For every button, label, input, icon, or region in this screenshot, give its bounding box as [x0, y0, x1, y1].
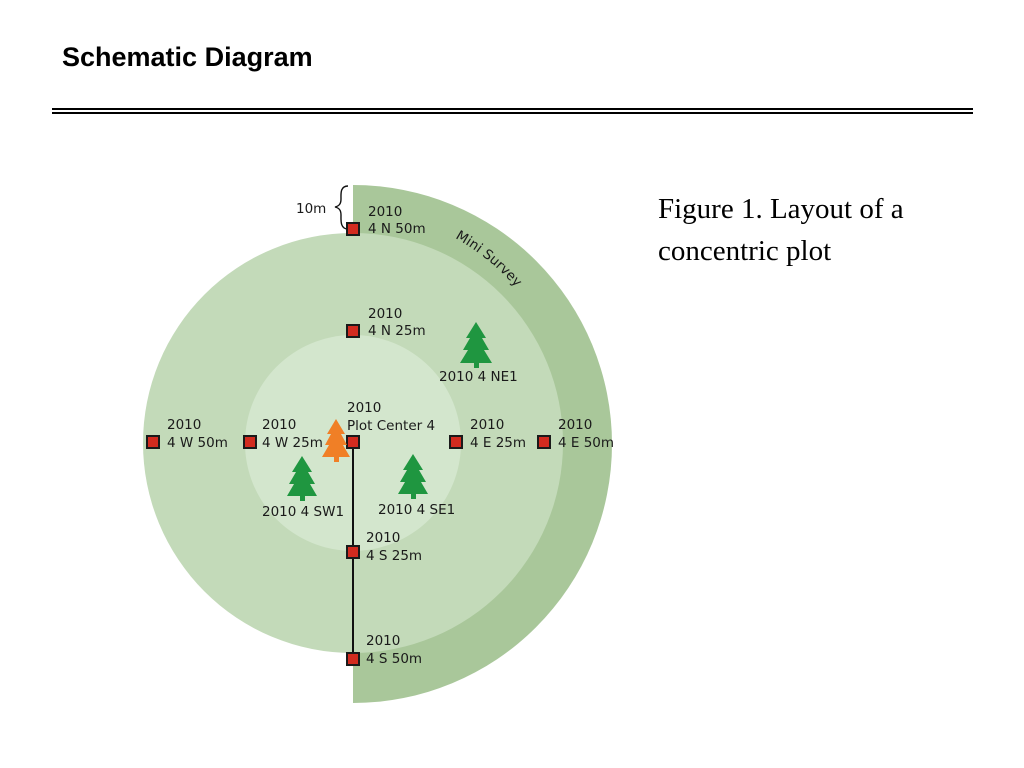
figure-caption: Figure 1. Layout of a concentric plot [658, 193, 904, 267]
marker-name: 4 S 50m [366, 651, 422, 667]
marker-year: 2010 [262, 417, 296, 433]
tree-se1: 2010 4 SE1 [378, 454, 455, 518]
tree-label: 2010 4 SW1 [262, 504, 344, 520]
tree-label: 2010 4 NE1 [439, 369, 518, 385]
marker-name: 4 W 25m [262, 435, 323, 451]
marker-year: 2010 [366, 633, 400, 649]
tree-label: 2010 4 SE1 [378, 502, 455, 518]
marker-square [537, 435, 551, 449]
marker-name: 4 S 25m [366, 548, 422, 564]
marker-name: 4 W 50m [167, 435, 228, 451]
marker-name: 4 E 50m [558, 435, 614, 451]
marker-square [346, 435, 360, 449]
marker-square [449, 435, 463, 449]
tree-trunk [300, 495, 305, 501]
marker-4n50m: 2010 4 N 50m [346, 204, 426, 237]
marker-4n25m: 2010 4 N 25m [346, 306, 426, 339]
marker-year: 2010 [558, 417, 592, 433]
title-divider-bottom [52, 112, 973, 114]
marker-name: 4 N 50m [368, 221, 426, 237]
marker-4e25m: 2010 4 E 25m [449, 417, 526, 451]
title-divider-top [52, 108, 973, 110]
marker-year: 2010 [368, 204, 402, 220]
marker-year: 2010 [366, 530, 400, 546]
marker-square [346, 324, 360, 338]
marker-year: 2010 [347, 400, 381, 416]
tree-trunk [474, 362, 479, 368]
marker-4s50m: 2010 4 S 50m [346, 633, 422, 667]
marker-name: Plot Center 4 [347, 418, 435, 434]
marker-name: 4 N 25m [368, 323, 426, 339]
tree-center-orange [322, 419, 350, 462]
tree-icon [287, 456, 317, 496]
tree-icon [322, 419, 350, 457]
tree-icon [398, 454, 428, 494]
scale-label: 10m [296, 201, 326, 217]
tree-trunk [411, 493, 416, 499]
marker-name: 4 E 25m [470, 435, 526, 451]
scale-brace [334, 185, 349, 230]
marker-square [346, 222, 360, 236]
marker-4e50m: 2010 4 E 50m [537, 417, 614, 451]
marker-4s25m: 2010 4 S 25m [346, 530, 422, 564]
marker-4w25m: 2010 4 W 25m [243, 417, 323, 451]
marker-square [346, 545, 360, 559]
tree-ne1: 2010 4 NE1 [439, 322, 518, 385]
marker-year: 2010 [167, 417, 201, 433]
marker-square [346, 652, 360, 666]
marker-plot-center: 2010 Plot Center 4 [346, 400, 435, 449]
tree-icon [460, 322, 492, 363]
marker-year: 2010 [470, 417, 504, 433]
marker-square [146, 435, 160, 449]
tree-trunk [334, 456, 339, 462]
marker-square [243, 435, 257, 449]
marker-4w50m: 2010 4 W 50m [146, 417, 228, 451]
slide-title: Schematic Diagram [62, 42, 313, 72]
marker-year: 2010 [368, 306, 402, 322]
tree-sw1: 2010 4 SW1 [262, 456, 344, 520]
